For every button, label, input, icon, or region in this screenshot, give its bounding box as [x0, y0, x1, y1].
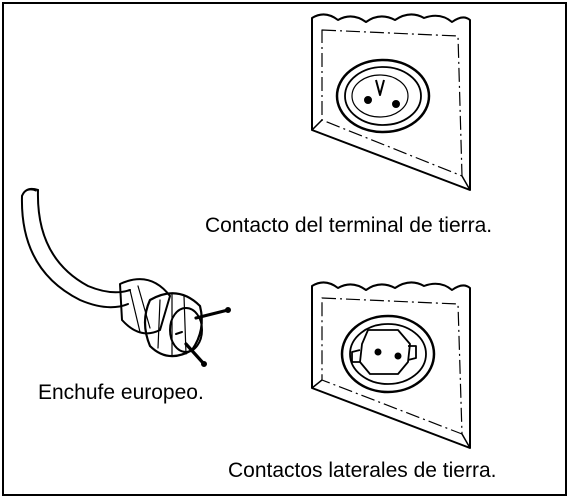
figure-frame	[2, 2, 567, 496]
caption-side-earth-contacts: Contactos laterales de tierra.	[228, 459, 497, 482]
caption-earth-terminal-contact: Contacto del terminal de tierra.	[205, 214, 493, 237]
caption-european-plug: Enchufe europeo.	[38, 381, 204, 404]
